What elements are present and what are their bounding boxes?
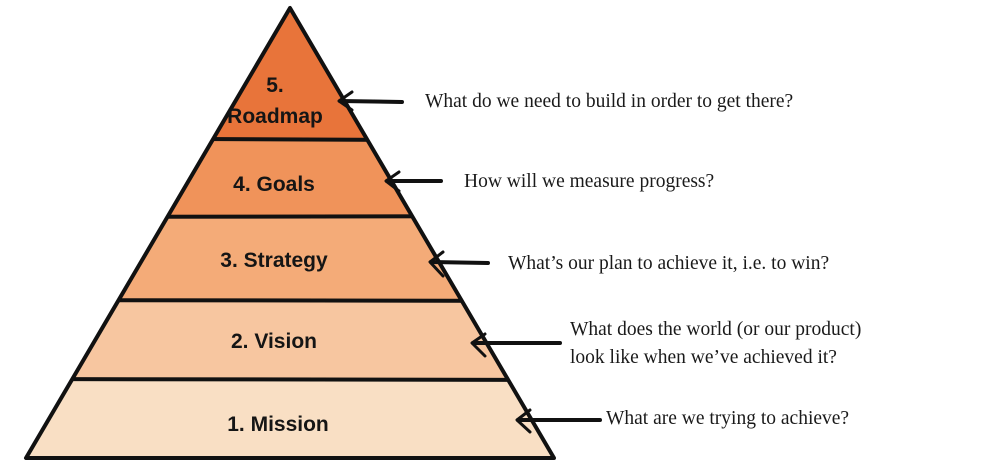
pyramid-outline <box>24 6 556 460</box>
arrow-left-icon <box>384 170 443 193</box>
divider <box>26 377 554 382</box>
level-5-number: 5. <box>266 74 284 97</box>
question-roadmap: What do we need to build in order to get… <box>425 91 794 112</box>
divider <box>26 214 554 219</box>
question-goals: How will we measure progress? <box>464 171 715 192</box>
level-5-name: Roadmap <box>227 105 323 128</box>
question-vision-line2: look like when we’ve achieved it? <box>570 347 837 368</box>
level-4-label: 4. Goals <box>233 173 315 196</box>
level-1-label: 1. Mission <box>227 413 329 436</box>
question-strategy: What’s our plan to achieve it, i.e. to w… <box>508 253 830 274</box>
question-mission: What are we trying to achieve? <box>606 408 850 429</box>
arrow-left-icon <box>515 408 602 434</box>
arrow-left-icon <box>428 250 490 278</box>
arrow-left-icon <box>470 332 562 358</box>
divider <box>26 298 554 303</box>
arrow-left-icon <box>337 90 404 112</box>
question-vision-line1: What does the world (or our product) <box>570 319 862 340</box>
level-3-label: 3. Strategy <box>220 249 328 272</box>
divider <box>26 136 554 143</box>
band-vision <box>26 300 554 380</box>
band-mission <box>26 380 554 458</box>
level-2-label: 2. Vision <box>231 330 317 353</box>
